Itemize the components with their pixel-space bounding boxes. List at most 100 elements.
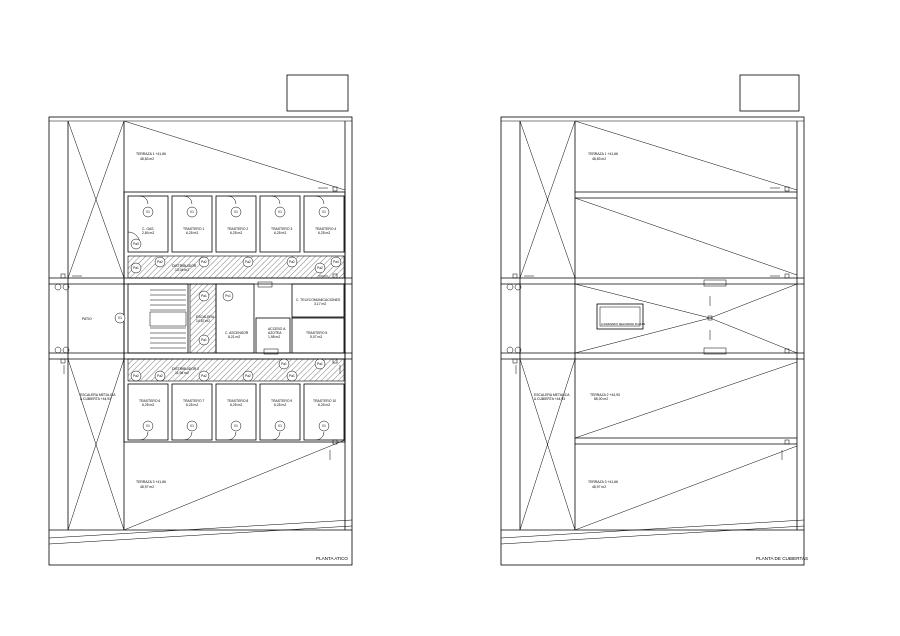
room-top-5-name: TRASTERO 4 [315,227,336,231]
distribuidor-2-area: 11,96 m2 [175,371,189,375]
room-top-1-name: C. GAS [142,227,154,231]
svg-text:Pa2: Pa2 [317,266,323,270]
right-plan-labels: TERRAZA 1 +41,66 48,83 m2 TERRAZA 2 +44,… [534,152,808,561]
svg-text:Pa1: Pa1 [281,362,287,366]
door-tag: Pa4 [330,256,342,268]
trastero5-name: TRASTERO 5 [306,331,327,335]
svg-text:V1: V1 [190,210,194,214]
svg-text:V1: V1 [278,210,282,214]
room-bottom-1-area: 6,25 m2 [142,403,154,407]
right-terraza2-line2: 85,00 m2 [594,397,608,401]
room-bottom-4-name: TRASTERO 9 [271,399,292,403]
door-tag: V1 [318,206,330,218]
left-terraza1-line1: TERRAZA 1 +41,66 [136,152,166,156]
room-bottom-3-area: 6,25 m2 [230,403,242,407]
c-telecom-area: 3,17 m2 [314,302,326,306]
right-plan [500,74,805,566]
door-tag: Pa2 [286,256,298,268]
right-terraza1-line1: TERRAZA 1 +41,66 [588,152,618,156]
distribuidor-2-name: DISTRIBUIDOR 2 [172,367,199,371]
acceso-line1: ACCESO A [268,327,286,331]
svg-text:Pa2: Pa2 [245,374,251,378]
door-tag: V1 [230,420,242,432]
svg-text:Pa1: Pa1 [289,374,295,378]
door-tag: Pa1 [286,370,298,382]
svg-text:V1: V1 [234,424,238,428]
right-terraza3-line2: 48,97 m2 [592,485,606,489]
room-top-2-name: TRASTERO 1 [183,227,204,231]
door-tag: Pa2 [198,370,210,382]
distribuidor-1-name: DISTRIBUIDOR [172,264,197,268]
room-bottom-1-name: TRASTERO 6 [139,399,160,403]
door-tag: Pa1 [198,290,210,302]
door-tag: Pa2 [242,256,254,268]
svg-text:V1: V1 [190,424,194,428]
room-top-2-area: 6,25 m2 [186,231,198,235]
door-tag: V1 [142,206,154,218]
svg-text:Pa2: Pa2 [157,260,163,264]
svg-text:Pa2: Pa2 [201,374,207,378]
door-tag: V1 [274,206,286,218]
svg-text:Pa2: Pa2 [157,374,163,378]
left-title-block [286,74,349,112]
acceso-line2: AZOTEA [268,331,282,335]
left-terraza3-line2: 48,97 m2 [140,485,154,489]
room-bottom-5-area: 6,25 m2 [318,403,330,407]
door-tag: Pv1 [222,290,234,302]
svg-text:Pv1: Pv1 [225,294,231,298]
svg-text:V1: V1 [146,424,150,428]
door-tag: V1 [274,420,286,432]
room-top-4-name: TRASTERO 3 [271,227,292,231]
room-top-3-name: TRASTERO 2 [227,227,248,231]
svg-text:V1: V1 [322,424,326,428]
trastero5-area: 5,07 m2 [310,335,322,339]
c-ascensor-area: 8,21 m2 [228,335,240,339]
right-escalera-line2: A CUBIERTA +44,93 [534,397,565,401]
svg-text:V1: V1 [146,210,150,214]
svg-text:Pa4: Pa4 [333,260,339,264]
acceso-line3: 1,98 m2 [268,335,280,339]
door-tag: V1 [186,206,198,218]
left-plan-title: PLANTA ATICO [316,556,348,561]
right-terraza2-line1: TERRAZA 2 +44,93 [590,393,620,397]
escalera-room-name: ESCALERA [196,315,215,319]
door-tag: Pa1 [278,358,290,370]
door-tag: Pa2 [242,370,254,382]
svg-text:Pa2: Pa2 [245,260,251,264]
room-bottom-2-name: TRASTERO 7 [183,399,204,403]
room-bottom-3-name: TRASTERO 8 [227,399,248,403]
room-top-4-area: 6,25 m2 [274,231,286,235]
left-terraza3-line1: TERRAZA 3 +41,66 [136,480,166,484]
room-bottom-4-area: 6,25 m2 [274,403,286,407]
c-telecom-name: C. TELECOMUNICACIONES [296,298,341,302]
svg-text:V1: V1 [234,210,238,214]
svg-text:V1: V1 [118,316,122,320]
skylight-label: LUCERNARIO SEGURIDAD PLACAS [601,322,645,326]
svg-text:Pa2: Pa2 [133,374,139,378]
left-escalera-line1: ESCALERA METALICA [80,393,116,397]
svg-text:Pa1: Pa1 [201,338,207,342]
room-top-3-area: 6,25 m2 [230,231,242,235]
left-plan-labels: TERRAZA 1 +41,66 48,83 m2 PATIO ESCALERA… [80,152,348,561]
door-tag: Pa3 [130,238,142,250]
right-title-block [739,74,800,112]
svg-text:Pa2: Pa2 [289,260,295,264]
right-terraza1-line2: 48,83 m2 [592,157,606,161]
door-tag: Pa1 [314,358,326,370]
room-top-5-area: 6,25 m2 [318,231,330,235]
right-escalera-line1: ESCALERA METALICA [534,393,570,397]
svg-text:V1: V1 [322,210,326,214]
c-ascensor-name: C. ASCENSOR [225,331,249,335]
skylight [596,303,644,330]
svg-text:V1: V1 [278,424,282,428]
left-terraza1-line2: 48,83 m2 [140,157,154,161]
distribuidor-1-area: 13,04 m2 [175,268,189,272]
room-top-1-area: 2,84 m2 [142,231,154,235]
left-escalera-line2: A CUBIERTA +44,93 [80,397,111,401]
escalera-room-area: 14,87 m2 [196,319,210,323]
door-tag: Pa2 [154,256,166,268]
left-outer-boundary [48,116,353,566]
stair-treads [149,289,187,349]
